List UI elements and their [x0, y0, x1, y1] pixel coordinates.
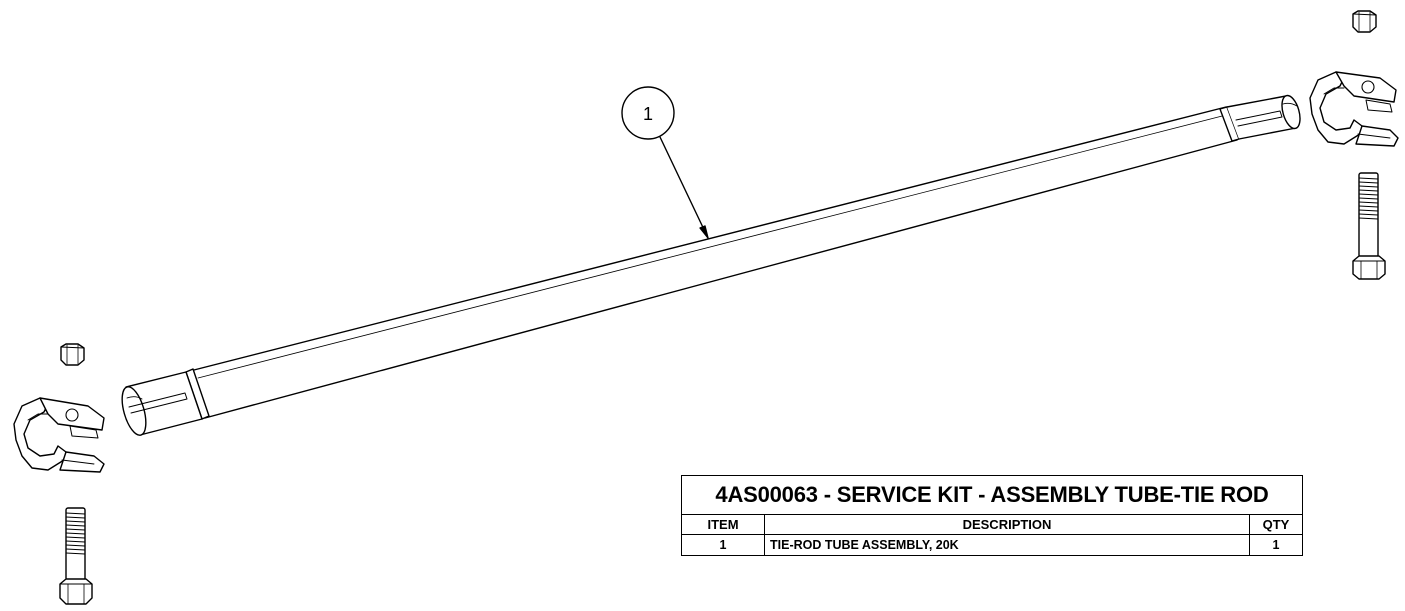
leader-line	[659, 136, 709, 239]
left-clamp	[13, 397, 105, 473]
column-header-qty: QTY	[1249, 514, 1303, 535]
row-item-number: 1	[681, 534, 765, 556]
row-qty: 1	[1249, 534, 1303, 556]
right-clamp	[1309, 71, 1399, 147]
balloon-circle	[621, 86, 675, 140]
column-header-description: DESCRIPTION	[764, 514, 1250, 535]
row-description: TIE-ROD TUBE ASSEMBLY, 20K	[764, 534, 1250, 556]
bom-title: 4AS00063 - SERVICE KIT - ASSEMBLY TUBE-T…	[681, 475, 1303, 515]
tie-rod-tube	[121, 94, 1301, 436]
left-hex-nut	[60, 343, 85, 366]
column-header-item: ITEM	[681, 514, 765, 535]
left-bolt	[59, 507, 93, 605]
right-hex-nut	[1352, 10, 1377, 33]
right-bolt	[1352, 172, 1386, 280]
leader-arrowhead	[699, 225, 709, 239]
table-row: 1 TIE-ROD TUBE ASSEMBLY, 20K 1	[681, 534, 1303, 556]
item-balloon-1: 1	[621, 86, 709, 239]
balloon-number: 1	[643, 104, 653, 124]
bill-of-materials-table: 4AS00063 - SERVICE KIT - ASSEMBLY TUBE-T…	[681, 475, 1303, 556]
